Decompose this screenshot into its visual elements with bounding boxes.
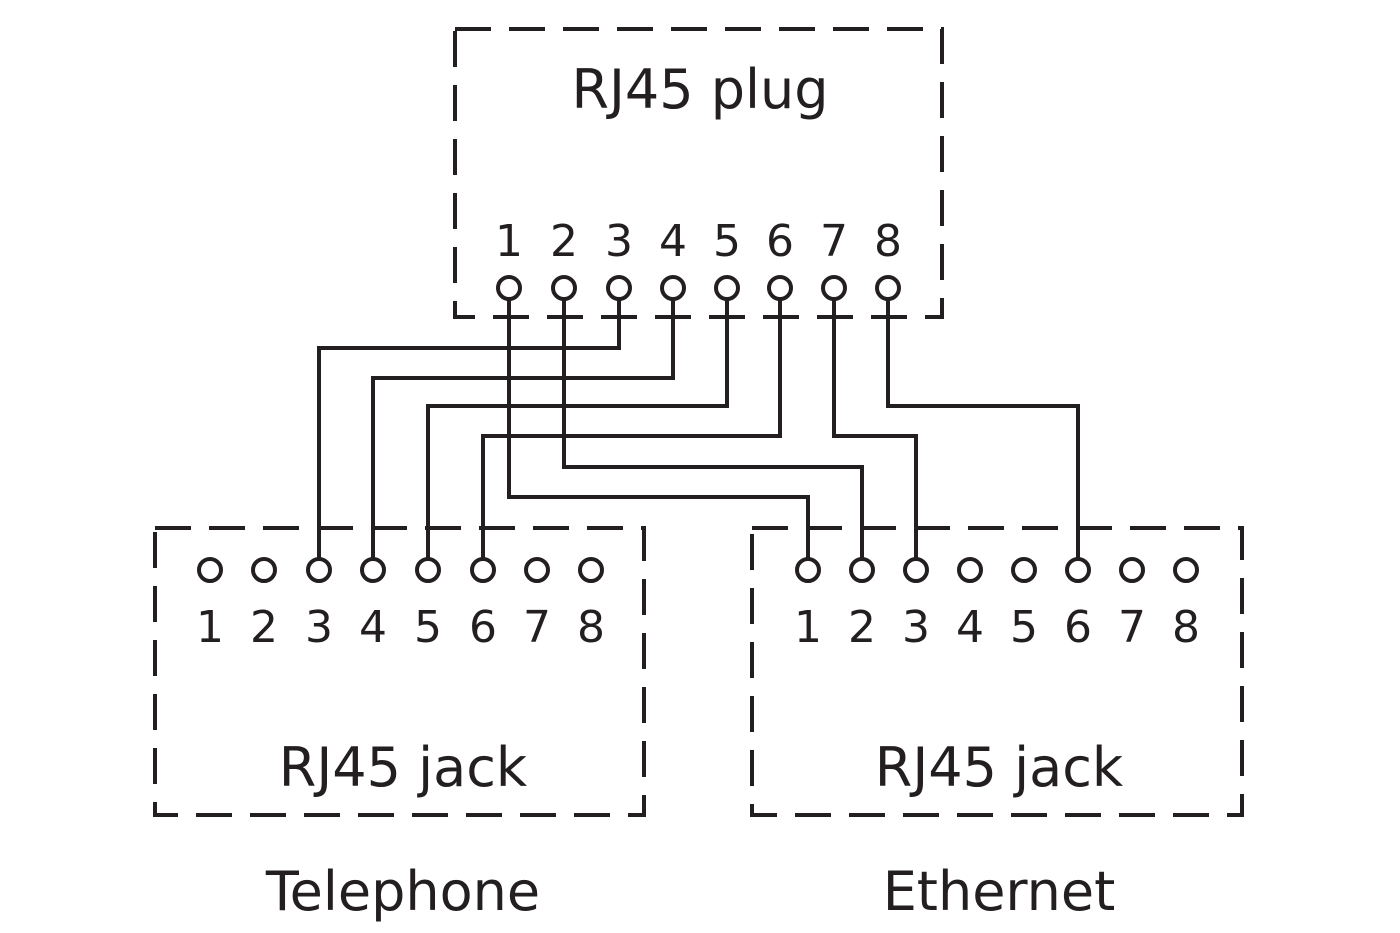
telephone-pin-3: [306, 557, 332, 583]
ethernet-jack-title: RJ45 jack: [875, 736, 1124, 799]
ethernet-caption: Ethernet: [883, 860, 1116, 923]
telephone-pin-6: [470, 557, 496, 583]
wire-plug-5-to-telephone-5: [426, 299, 729, 559]
ethernet-pin-label-5: 5: [1010, 602, 1038, 653]
telephone-jack-title: RJ45 jack: [279, 736, 528, 799]
ethernet-pin-4: [957, 557, 983, 583]
wire-plug-7-to-ethernet-3: [832, 299, 918, 559]
plug-pin-label-2: 2: [550, 216, 578, 267]
ethernet-pin-2: [849, 557, 875, 583]
plug-pin-label-1: 1: [495, 216, 523, 267]
plug-pin-8: [875, 275, 901, 301]
plug-title: RJ45 plug: [571, 58, 828, 121]
telephone-pin-label-8: 8: [577, 602, 605, 653]
telephone-pin-label-1: 1: [196, 602, 224, 653]
ethernet-pin-label-3: 3: [902, 602, 930, 653]
telephone-pin-2: [251, 557, 277, 583]
wire-plug-3-to-telephone-3: [317, 299, 621, 559]
plug-pin-1: [496, 275, 522, 301]
telephone-pin-8: [578, 557, 604, 583]
plug-pin-label-6: 6: [766, 216, 794, 267]
wire-plug-4-to-telephone-4: [371, 299, 675, 559]
plug-pin-4: [660, 275, 686, 301]
ethernet-pin-5: [1011, 557, 1037, 583]
telephone-pin-4: [360, 557, 386, 583]
wire-plug-2-to-ethernet-2: [562, 299, 864, 559]
wire-plug-8-to-ethernet-6: [886, 299, 1080, 559]
ethernet-pin-6: [1065, 557, 1091, 583]
telephone-pin-5: [415, 557, 441, 583]
ethernet-pin-label-6: 6: [1064, 602, 1092, 653]
ethernet-pin-label-2: 2: [848, 602, 876, 653]
plug-box: [453, 27, 944, 319]
telephone-pin-label-2: 2: [250, 602, 278, 653]
telephone-pin-7: [524, 557, 550, 583]
ethernet-pin-label-1: 1: [794, 602, 822, 653]
wires: [317, 299, 1080, 559]
wire-plug-1-to-ethernet-1: [507, 299, 810, 559]
ethernet-pin-8: [1173, 557, 1199, 583]
telephone-pin-1: [197, 557, 223, 583]
plug-pin-label-4: 4: [659, 216, 687, 267]
telephone-pin-label-3: 3: [305, 602, 333, 653]
telephone-pin-label-7: 7: [523, 602, 551, 653]
ethernet-pin-1: [795, 557, 821, 583]
plug-pin-6: [767, 275, 793, 301]
plug-pin-label-5: 5: [713, 216, 741, 267]
ethernet-jack-box: [750, 526, 1244, 817]
plug-pin-3: [606, 275, 632, 301]
ethernet-pin-7: [1119, 557, 1145, 583]
ethernet-pin-label-7: 7: [1118, 602, 1146, 653]
plug-pin-label-7: 7: [820, 216, 848, 267]
plug-pin-5: [714, 275, 740, 301]
telephone-pin-label-6: 6: [469, 602, 497, 653]
ethernet-pin-label-4: 4: [956, 602, 984, 653]
wire-plug-6-to-telephone-6: [481, 299, 782, 559]
telephone-pin-label-5: 5: [414, 602, 442, 653]
plug-pin-7: [821, 275, 847, 301]
telephone-caption: Telephone: [265, 860, 540, 923]
plug-pin-2: [551, 275, 577, 301]
plug-pin-label-8: 8: [874, 216, 902, 267]
telephone-pin-label-4: 4: [359, 602, 387, 653]
ethernet-pin-3: [903, 557, 929, 583]
telephone-jack-box: [153, 526, 646, 817]
ethernet-pin-label-8: 8: [1172, 602, 1200, 653]
plug-pin-label-3: 3: [605, 216, 633, 267]
